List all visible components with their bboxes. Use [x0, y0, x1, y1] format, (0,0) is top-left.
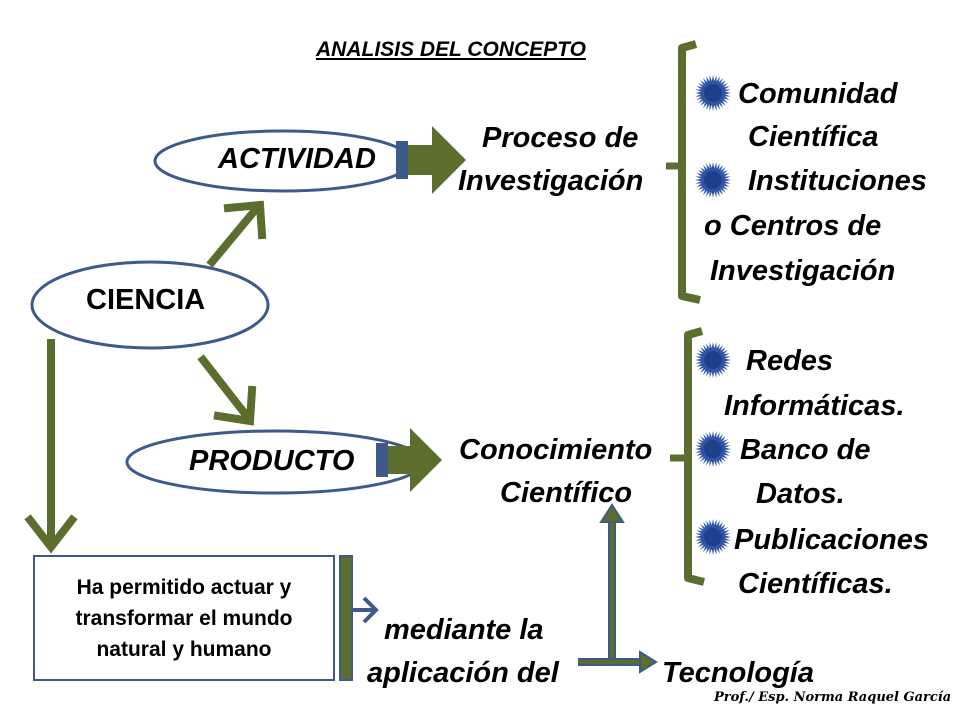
starburst-bullet-core	[704, 440, 722, 458]
producto-label: PRODUCTO	[189, 445, 355, 477]
bottom-item1-line2: Informáticas.	[724, 390, 905, 422]
arrow-to-actividad	[206, 200, 267, 268]
top-item1-line2: Científica	[748, 121, 879, 153]
author-signature: Prof./ Esp. Norma Raquel García	[714, 690, 952, 705]
producto-block-arrow	[376, 428, 442, 492]
proceso-line2: Investigación	[458, 165, 644, 197]
conocimiento-line2: Científico	[500, 477, 633, 509]
bottom-item1-line1: Redes	[746, 345, 834, 377]
bottom-item2-line2: Datos.	[756, 478, 845, 510]
arrow-to-tecnologia	[578, 650, 658, 674]
top-item2-line1: Instituciones	[748, 165, 927, 197]
top-item1-line1: Comunidad	[738, 78, 898, 110]
arrow-up-to-conocimiento	[599, 503, 625, 662]
bottom-item3-line1: Publicaciones	[734, 524, 930, 556]
top-item2-line3: Investigación	[710, 255, 896, 287]
starburst-bullet-core	[704, 84, 722, 102]
conocimiento-line1: Conocimiento	[459, 434, 653, 466]
effect-box: Ha permitido actuar y transformar el mun…	[33, 555, 335, 681]
top-item2-line2: o Centros de	[704, 210, 882, 242]
starburst-bullet-core	[704, 351, 722, 369]
mediante-line1: mediante la	[384, 614, 544, 646]
mediante-line2: aplicación del	[367, 657, 559, 689]
top-bracket	[678, 40, 701, 304]
box-side-bar	[339, 555, 353, 681]
bottom-item2-line1: Banco de	[740, 434, 871, 466]
starburst-bullet-core	[704, 171, 722, 189]
bottom-item3-line2: Científicas.	[738, 568, 893, 600]
ciencia-oval	[30, 260, 270, 350]
arrow-to-mediante	[352, 596, 379, 624]
arrow-to-box	[24, 339, 78, 554]
page-title: ANALISIS DEL CONCEPTO	[316, 38, 586, 61]
effect-box-text: Ha permitido actuar y transformar el mun…	[75, 575, 293, 661]
ciencia-label: CIENCIA	[86, 284, 206, 316]
actividad-label: ACTIVIDAD	[218, 143, 376, 175]
arrow-to-producto	[197, 354, 257, 426]
starburst-bullet-core	[704, 528, 722, 546]
proceso-line1: Proceso de	[482, 122, 639, 154]
actividad-block-arrow	[396, 126, 466, 194]
tecnologia-label: Tecnología	[662, 657, 814, 689]
